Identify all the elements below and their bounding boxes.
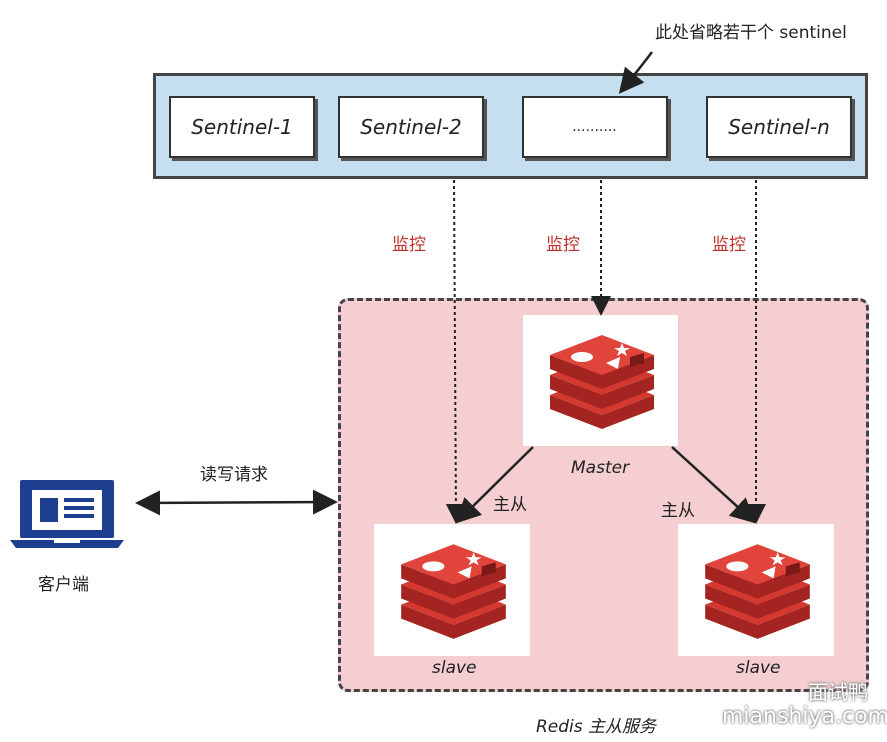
monitor-arrow-slave-left <box>445 179 466 524</box>
omitted-sentinels-note: 此处省略若干个 sentinel <box>655 23 847 43</box>
slave-label-left: slave <box>432 658 477 678</box>
monitor-label-3: 监控 <box>712 235 746 255</box>
redis-logo-icon <box>401 544 506 639</box>
redis-logo-icon <box>550 335 654 429</box>
master-label: Master <box>571 458 630 478</box>
sentinel-n: Sentinel-n <box>706 96 852 158</box>
sentinel-ellipsis: .......... <box>522 96 668 158</box>
annotation-arrow <box>618 51 653 94</box>
replication-arrow-left <box>455 446 534 524</box>
rw-request-label: 读写请求 <box>200 465 268 485</box>
monitor-label-2: 监控 <box>546 235 580 255</box>
slave-label-right: slave <box>736 658 781 678</box>
redis-logo-icon <box>705 544 810 639</box>
watermark-title: 面试鸭 <box>808 680 868 704</box>
laptop-icon <box>10 480 124 548</box>
replication-arrow-right <box>671 446 756 524</box>
replication-label-left: 主从 <box>493 495 527 515</box>
slave-node-right <box>678 524 834 656</box>
redis-service-label: Redis 主从服务 <box>536 717 657 737</box>
sentinel-2: Sentinel-2 <box>338 96 484 158</box>
replication-label-right: 主从 <box>661 501 695 521</box>
sentinel-1: Sentinel-1 <box>169 96 315 158</box>
master-node <box>523 315 678 446</box>
watermark-url: mianshiya.com <box>722 704 887 729</box>
slave-node-left <box>374 524 530 656</box>
rw-request-arrow <box>135 489 338 516</box>
client-label: 客户端 <box>38 575 89 595</box>
monitor-label-1: 监控 <box>392 235 426 255</box>
